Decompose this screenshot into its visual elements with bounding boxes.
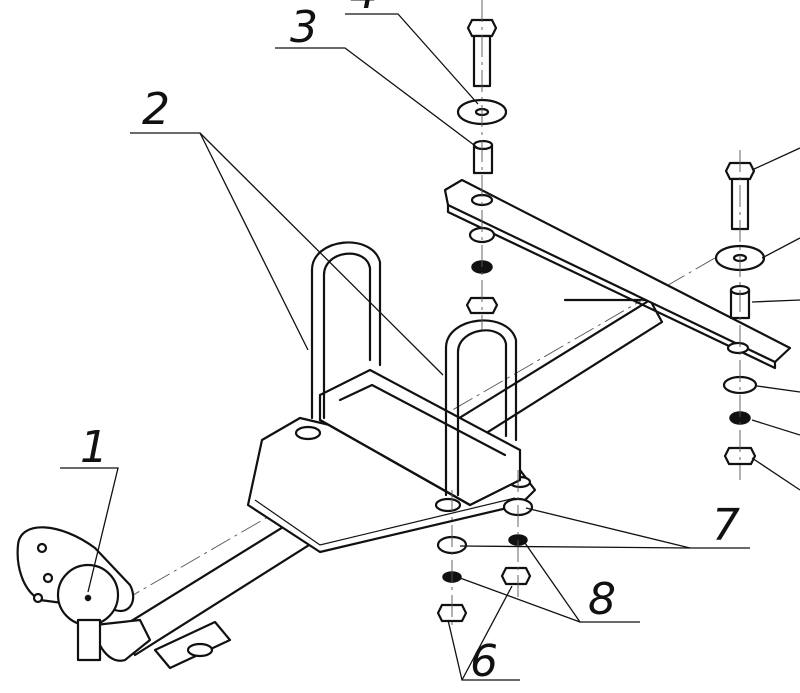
callout-7: 7 [712,500,740,551]
ball-mount [16,526,152,662]
assembly-axes [451,0,741,630]
lower-bracket [153,620,232,670]
callout-1: 1 [80,422,108,473]
callout-3: 3 [290,2,318,53]
mounting-strip [443,178,792,370]
callout-8: 8 [588,574,616,625]
leader-lines [60,13,800,681]
spacer-left [472,139,494,175]
u-bolt-right [444,319,518,497]
u-bolt-left [310,241,382,420]
callout-6: 6 [470,636,498,687]
callout-2: 2 [142,84,170,135]
callout-4: 4 [350,0,378,19]
